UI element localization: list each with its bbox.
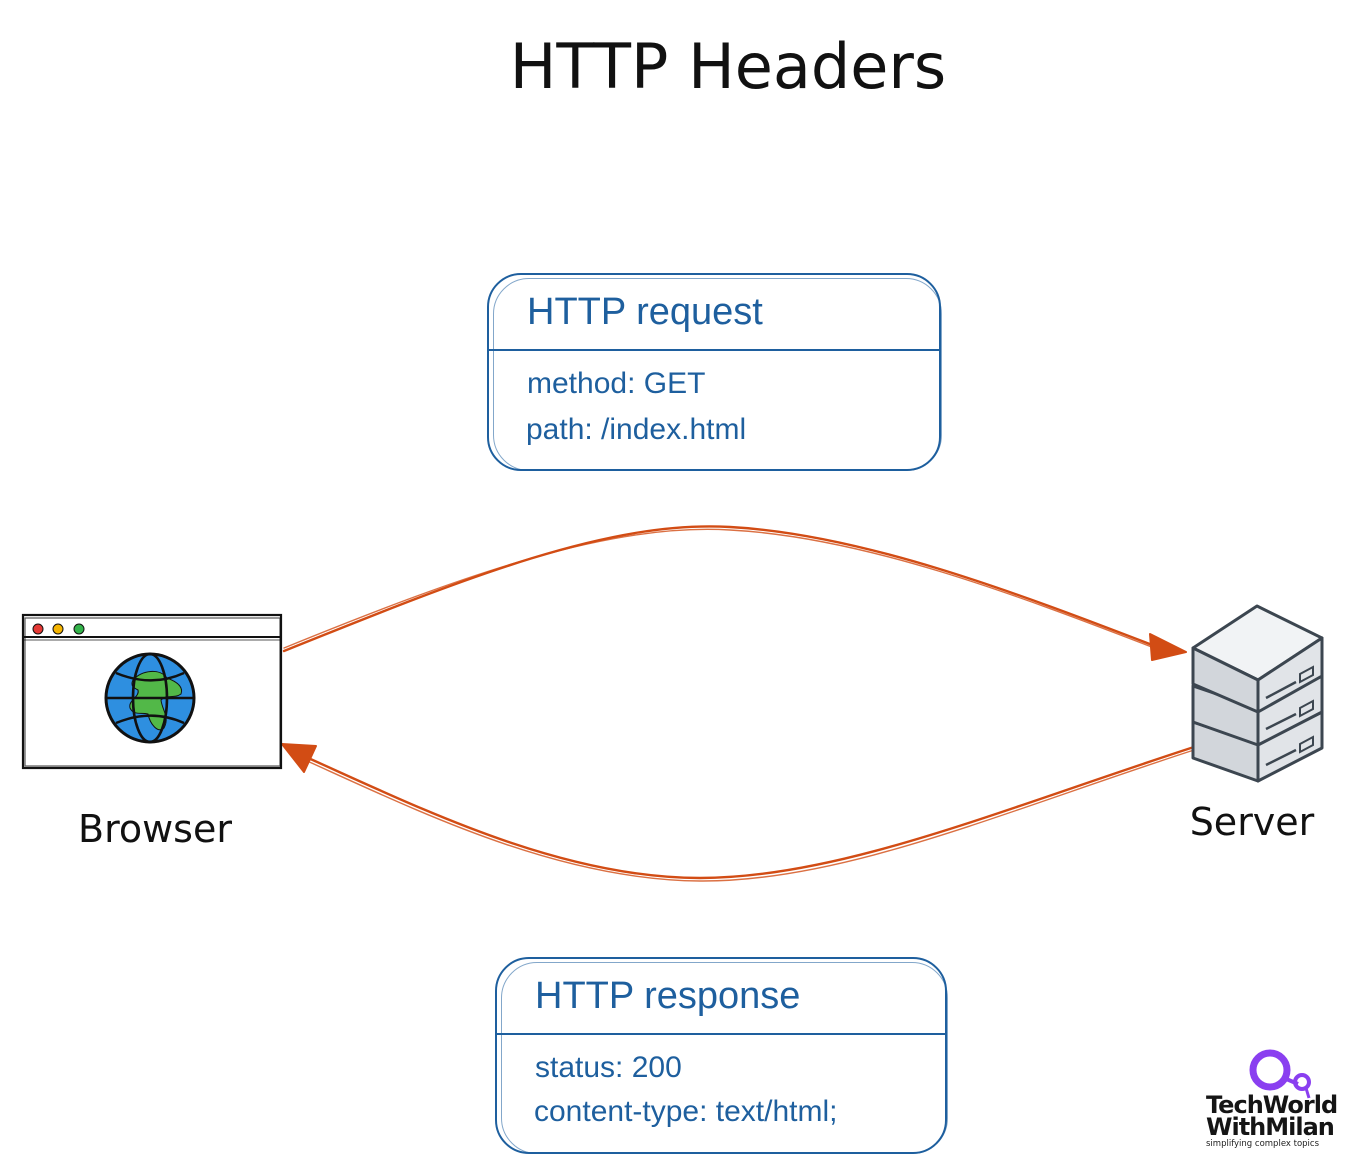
browser-window-icon (21, 613, 283, 770)
http-response-content-type: content-type: text/html; (534, 1095, 838, 1128)
response-arrowhead (281, 743, 317, 773)
http-response-divider (497, 1033, 945, 1035)
window-maximize-dot (73, 623, 85, 635)
http-request-path: path: /index.html (526, 413, 747, 446)
http-response-title: HTTP response (535, 975, 801, 1017)
techworld-logo: TechWorld WithMilan simplifying complex … (1196, 1040, 1346, 1160)
window-minimize-dot (52, 623, 64, 635)
http-response-status: status: 200 (535, 1051, 682, 1084)
logo-line-2: WithMilan (1206, 1113, 1335, 1141)
globe-icon (104, 652, 196, 744)
server-label: Server (1190, 800, 1315, 844)
browser-label: Browser (78, 807, 232, 851)
request-arrow (282, 525, 1187, 661)
logo-icon (1249, 1049, 1311, 1099)
response-arrow (281, 743, 1196, 882)
window-close-dot (32, 623, 44, 635)
http-request-title: HTTP request (527, 291, 763, 333)
http-response-card: HTTP response status: 200 content-type: … (495, 957, 948, 1154)
request-arrowhead (1149, 633, 1187, 661)
http-request-card: HTTP request method: GET path: /index.ht… (487, 273, 942, 471)
logo-line-1: TechWorld (1206, 1091, 1338, 1119)
diagram-title: HTTP Headers (510, 30, 946, 103)
http-request-divider (489, 349, 939, 351)
logo-tagline: simplifying complex topics (1206, 1139, 1320, 1149)
server-rack-icon (1191, 604, 1324, 783)
http-request-method: method: GET (527, 367, 706, 400)
